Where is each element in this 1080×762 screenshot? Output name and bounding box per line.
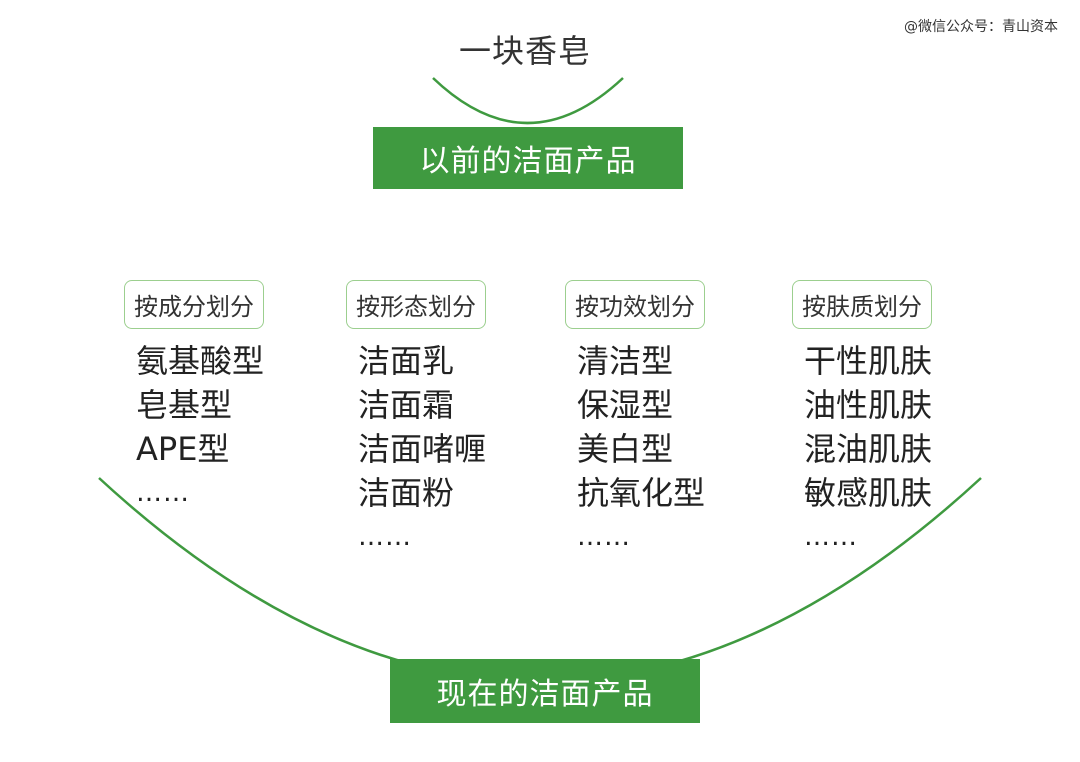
list-item: 洁面乳 [358, 342, 455, 380]
column-by-skin-type: 按肤质划分 干性肌肤 油性肌肤 混油肌肤 敏感肌肤 …… [792, 280, 932, 559]
column-by-ingredient: 按成分划分 氨基酸型 皂基型 APE型 …… [124, 280, 264, 515]
list-item: APE型 [136, 430, 230, 468]
list-item-ellipsis: …… [804, 522, 858, 552]
list-item: 干性肌肤 [804, 342, 933, 380]
column-header: 按功效划分 [565, 280, 705, 329]
top-title: 一块香皂 [458, 32, 591, 70]
top-arc [432, 77, 624, 125]
column-header: 按形态划分 [346, 280, 486, 329]
column-items: 干性肌肤 油性肌肤 混油肌肤 敏感肌肤 …… [792, 339, 932, 559]
watermark: @微信公众号：青山资本 [904, 19, 1058, 35]
list-item: 洁面霜 [358, 386, 455, 424]
list-item: 油性肌肤 [804, 386, 933, 424]
banner-past-products: 以前的洁面产品 [373, 127, 683, 189]
list-item-ellipsis: …… [577, 522, 631, 552]
column-items: 氨基酸型 皂基型 APE型 …… [124, 339, 264, 515]
column-by-effect: 按功效划分 清洁型 保湿型 美白型 抗氧化型 …… [565, 280, 705, 559]
list-item: 抗氧化型 [577, 474, 706, 512]
column-header: 按成分划分 [124, 280, 264, 329]
list-item: 混油肌肤 [804, 430, 933, 468]
list-item-ellipsis: …… [136, 478, 190, 508]
list-item: 氨基酸型 [136, 342, 265, 380]
list-item: 敏感肌肤 [804, 474, 933, 512]
list-item: 保湿型 [577, 386, 674, 424]
list-item: 美白型 [577, 430, 674, 468]
column-items: 洁面乳 洁面霜 洁面啫喱 洁面粉 …… [346, 339, 486, 559]
list-item: 洁面粉 [358, 474, 455, 512]
banner-current-products: 现在的洁面产品 [390, 659, 700, 723]
list-item-ellipsis: …… [358, 522, 412, 552]
column-by-form: 按形态划分 洁面乳 洁面霜 洁面啫喱 洁面粉 …… [346, 280, 486, 559]
column-header: 按肤质划分 [792, 280, 932, 329]
list-item: 清洁型 [577, 342, 674, 380]
list-item: 洁面啫喱 [358, 430, 487, 468]
list-item: 皂基型 [136, 386, 233, 424]
column-items: 清洁型 保湿型 美白型 抗氧化型 …… [565, 339, 705, 559]
